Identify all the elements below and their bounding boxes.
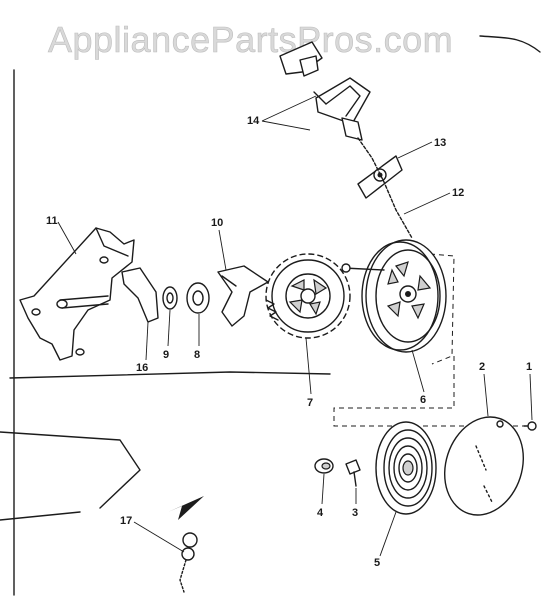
callout-11: 11	[46, 215, 58, 227]
callout-6: 6	[420, 394, 426, 406]
callout-16: 16	[136, 362, 148, 374]
callout-13: 13	[434, 137, 446, 149]
leader-4	[321, 473, 325, 505]
scan-line-mid	[9, 371, 331, 379]
leader-10	[218, 229, 227, 271]
corner-hook	[479, 35, 541, 53]
callout-2: 2	[479, 361, 485, 373]
callout-8: 8	[194, 349, 200, 361]
callout-14: 14	[247, 115, 260, 127]
callout-7: 7	[307, 397, 313, 409]
arrow-indicator	[168, 496, 204, 520]
assembly-outline	[333, 356, 530, 427]
leader-17	[133, 521, 185, 553]
part-12-rope	[357, 137, 413, 239]
part-7-ratchet-gear	[265, 253, 351, 339]
leader-12	[403, 192, 451, 215]
part-5-recoil-spring	[375, 421, 437, 515]
scan-line-bottom	[0, 511, 81, 521]
callout-17: 17	[120, 515, 132, 527]
part-17-rope-bead	[168, 496, 204, 593]
callout-1: 1	[526, 361, 532, 373]
leader-2	[483, 373, 489, 417]
part-1-screw	[523, 421, 537, 431]
part-2-cover	[443, 416, 525, 516]
callout-3: 3	[352, 507, 358, 519]
leader-11	[57, 221, 77, 255]
part-8-washer	[186, 282, 210, 314]
part-14-handle	[279, 41, 371, 141]
leader-5	[379, 511, 397, 557]
part-4-bushing	[314, 458, 334, 474]
watermark-text: AppliancePartsPros.com	[48, 19, 453, 60]
leader-13	[397, 141, 433, 159]
leader-1	[529, 373, 533, 421]
callout-5: 5	[374, 557, 380, 569]
part-11-bracket	[19, 227, 135, 361]
part-13-rope-guide	[357, 155, 403, 199]
part-3-screw	[345, 459, 361, 487]
leader-14	[261, 95, 317, 131]
leader-9	[167, 309, 171, 347]
callout-9: 9	[163, 349, 169, 361]
callout-4: 4	[317, 507, 324, 519]
part-16-pawl	[121, 267, 159, 323]
scan-line-lower	[0, 431, 141, 509]
callout-12: 12	[452, 187, 464, 199]
leader-6	[411, 349, 425, 393]
leader-16	[145, 321, 149, 361]
part-6-pulley	[341, 239, 455, 365]
callout-10: 10	[211, 217, 223, 229]
part-10-spring	[217, 265, 269, 327]
leader-7	[305, 337, 312, 395]
part-9-washer	[162, 286, 178, 310]
